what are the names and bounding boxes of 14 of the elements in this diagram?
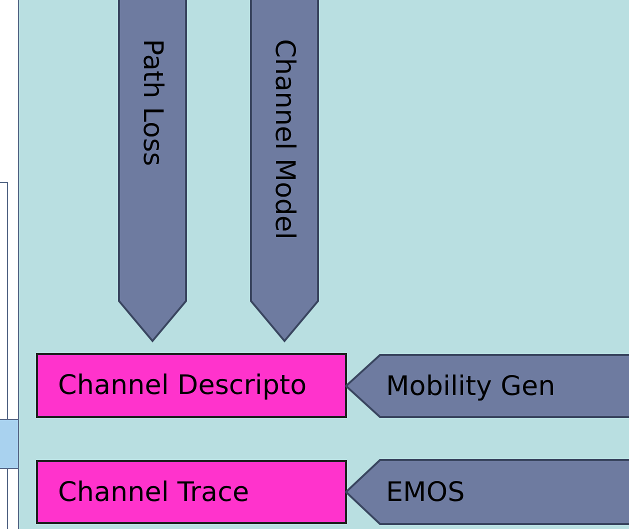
chevron-shape	[346, 460, 629, 524]
box-label: Channel Trace	[58, 476, 250, 508]
chevron-shape	[346, 355, 629, 417]
box-label: EMOS	[386, 476, 465, 508]
small-box	[0, 419, 20, 469]
process-box	[36, 353, 347, 418]
chevron-shape	[251, 0, 318, 341]
box-label: Path Loss	[137, 39, 168, 166]
box-label: Channel Model	[269, 39, 300, 240]
panel-background	[18, 0, 629, 529]
process-box	[36, 460, 347, 524]
chevron-shape	[119, 0, 186, 341]
box-label: Mobility Gen	[386, 370, 556, 402]
box-label: Channel Descripto	[58, 370, 307, 401]
